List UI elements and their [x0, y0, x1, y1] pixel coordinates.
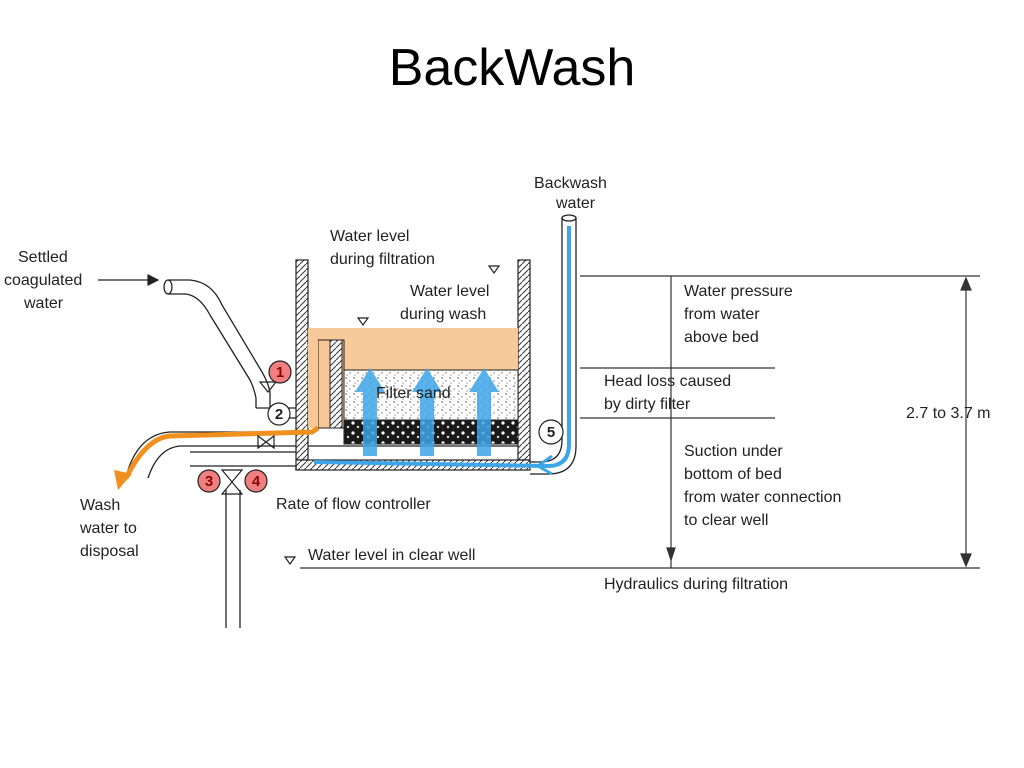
effluent-pipe — [190, 451, 297, 628]
valve-symbols — [220, 381, 278, 495]
waste-flow-arrow — [123, 425, 320, 480]
label-suction-1: Suction under — [684, 443, 783, 460]
label-water-pressure-3: above bed — [684, 329, 759, 346]
label-suction-2: bottom of bed — [684, 466, 782, 483]
upflow-arrows — [355, 368, 499, 456]
svg-text:1: 1 — [276, 364, 284, 381]
label-suction-4: to clear well — [684, 512, 768, 529]
label-wash-3: disposal — [80, 543, 139, 560]
label-filter-sand: Filter sand — [376, 385, 451, 402]
upflow-arrow-1 — [355, 368, 385, 456]
label-head-loss-2: by dirty filter — [604, 396, 691, 413]
inlet-pipe — [163, 279, 296, 419]
svg-text:4: 4 — [252, 473, 261, 490]
upflow-arrow-2 — [412, 368, 442, 456]
label-range: 2.7 to 3.7 m — [906, 405, 991, 422]
label-suction-3: from water connection — [684, 489, 841, 506]
valve-2[interactable]: 2 — [267, 402, 291, 426]
svg-text:5: 5 — [547, 424, 555, 441]
backwash-flow-line — [313, 226, 571, 469]
water-level-markers — [283, 265, 501, 566]
label-settled-1: Settled — [18, 249, 68, 266]
label-wl-wash-1: Water level — [410, 283, 489, 300]
label-wash-2: water to — [79, 520, 137, 537]
backwash-pipe — [530, 214, 577, 475]
label-settled-2: coagulated — [4, 272, 82, 289]
svg-text:3: 3 — [205, 473, 213, 490]
label-backwash-2: water — [555, 195, 596, 212]
valve-3[interactable]: 3 — [197, 469, 221, 493]
label-hydraulics: Hydraulics during filtration — [604, 576, 788, 593]
waste-flow-arrowhead — [114, 470, 132, 490]
label-wl-filtration-1: Water level — [330, 228, 409, 245]
label-water-pressure-1: Water pressure — [684, 283, 793, 300]
valve-5[interactable]: 5 — [538, 419, 564, 445]
upflow-arrow-3 — [469, 368, 499, 456]
label-backwash-1: Backwash — [534, 175, 607, 192]
trough-water — [307, 340, 318, 428]
slide-title: BackWash — [388, 39, 636, 97]
label-water-pressure-2: from water — [684, 306, 760, 323]
hydraulics-lines — [300, 275, 980, 569]
label-wash-1: Wash — [80, 497, 120, 514]
label-rate-controller: Rate of flow controller — [276, 496, 431, 513]
pointer-arrows — [98, 274, 160, 286]
label-wl-wash-2: during wash — [400, 306, 486, 323]
range-dimension — [666, 276, 972, 568]
valve-1[interactable]: 1 — [268, 360, 292, 384]
valve-4[interactable]: 4 — [244, 469, 268, 493]
disposal-pipe — [127, 431, 296, 479]
svg-text:2: 2 — [275, 406, 283, 423]
label-wl-filtration-2: during filtration — [330, 251, 435, 268]
backwash-flow-arrowhead — [535, 454, 553, 476]
label-settled-3: water — [23, 295, 64, 312]
label-clear-well: Water level in clear well — [308, 547, 475, 564]
label-head-loss-1: Head loss caused — [604, 373, 731, 390]
